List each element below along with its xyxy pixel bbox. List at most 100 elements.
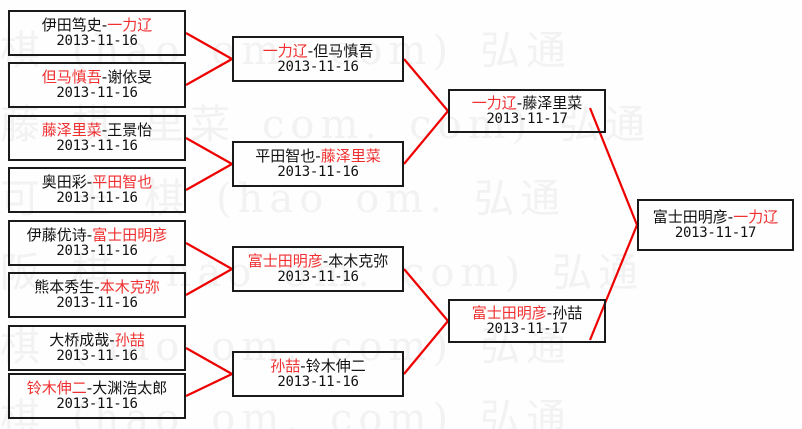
watermark-text: 弘通 [480, 396, 573, 429]
player-separator: - [109, 330, 115, 349]
player-left: 富士田明彦 [471, 303, 547, 322]
player-right: 藤泽里菜 [522, 93, 583, 112]
match-players: 藤泽里菜-王景怡 [41, 120, 152, 139]
player-separator: - [101, 67, 108, 86]
player-left: 大桥成哉 [49, 330, 110, 349]
watermark-text: 弘通 [480, 28, 573, 74]
bracket-connector-line [403, 110, 449, 165]
player-left: 铃木伸二 [26, 378, 87, 397]
watermark-text: com) [330, 396, 455, 429]
match-date: 2013-11-16 [277, 268, 359, 285]
bracket-connector-line [185, 58, 233, 86]
match-date: 2013-11-17 [486, 110, 568, 127]
match-players: 铃木伸二-大渊浩太郎 [26, 378, 168, 397]
match-players: 大桥成哉-孙喆 [49, 330, 145, 349]
match-players: 富士田明彦-本木克弥 [247, 251, 389, 270]
match-players: 一力辽-藤泽里菜 [471, 93, 583, 112]
player-left: 富士田明彦 [247, 251, 323, 270]
watermark-text: com) [402, 250, 527, 296]
player-separator: - [727, 207, 734, 226]
player-right: 大渊浩太郎 [92, 378, 168, 397]
match-date: 2013-11-16 [277, 163, 359, 180]
match-players: 伊藤优诗-富士田明彦 [26, 225, 168, 244]
match-date: 2013-11-16 [56, 242, 138, 259]
match-date: 2013-11-17 [486, 320, 568, 337]
match-players: 平田智也-藤泽里菜 [255, 146, 381, 165]
match-date: 2013-11-16 [56, 347, 138, 364]
bracket-connector-line [185, 32, 233, 60]
player-separator: - [101, 15, 108, 34]
match-players: 一力辽-但马慎吾 [262, 41, 374, 60]
player-left: 孙喆 [270, 356, 301, 375]
player-right: 藤泽里菜 [320, 146, 381, 165]
player-separator: - [94, 277, 100, 296]
player-left: 平田智也 [255, 146, 316, 165]
player-left: 伊藤优诗 [26, 225, 87, 244]
bracket-connector-line [185, 373, 233, 397]
player-left: 熊本秀生 [34, 277, 95, 296]
player-left: 但马慎吾 [41, 67, 102, 86]
match-date: 2013-11-17 [674, 224, 757, 241]
match-date: 2013-11-16 [56, 137, 138, 154]
match-date: 2013-11-16 [56, 84, 138, 101]
match-players: 富士田明彦-孙喆 [471, 303, 583, 322]
match-players: 熊本秀生-本木克弥 [34, 277, 160, 296]
player-right: 一力辽 [107, 15, 153, 34]
match-date: 2013-11-16 [277, 373, 359, 390]
match-date: 2013-11-16 [56, 32, 138, 49]
player-right: 一力辽 [733, 207, 779, 226]
player-separator: - [315, 146, 321, 165]
player-left: 藤泽里菜 [41, 120, 102, 139]
bracket-connector-line [185, 137, 233, 165]
player-left: 一力辽 [262, 41, 308, 60]
player-right: 本木克弥 [328, 251, 389, 270]
match-players: 奥田彩-平田智也 [42, 172, 153, 191]
bracket-connector-line [403, 268, 449, 322]
watermark-text: om. [211, 396, 305, 429]
player-separator: - [86, 225, 93, 244]
watermark-text: 弘通 [552, 250, 645, 296]
player-separator: - [546, 303, 553, 322]
bracket-connector-line [185, 242, 233, 270]
player-separator: - [86, 378, 93, 397]
watermark-text: 弘通 [474, 176, 567, 222]
match-players: 富士田明彦-一力辽 [652, 207, 779, 226]
player-separator: - [300, 356, 306, 375]
player-right: 但马慎吾 [313, 41, 374, 60]
player-right: 富士田明彦 [92, 225, 168, 244]
player-right: 铃木伸二 [305, 356, 366, 375]
player-right: 平田智也 [92, 172, 153, 191]
bracket-connector-line [185, 347, 233, 375]
bracket-connector-line [185, 163, 233, 191]
player-separator: - [86, 172, 93, 191]
player-left: 富士田明彦 [652, 207, 728, 226]
player-right: 孙喆 [552, 303, 583, 322]
player-right: 孙喆 [114, 330, 145, 349]
player-separator: - [516, 93, 523, 112]
bracket-connector-line [185, 268, 233, 296]
bracket-connector-line [403, 320, 449, 375]
player-right: 本木克弥 [99, 277, 160, 296]
match-players: 但马慎吾-谢依旻 [41, 67, 152, 86]
player-left: 一力辽 [471, 93, 517, 112]
bracket-connector-line [403, 58, 449, 112]
match-date: 2013-11-16 [277, 58, 359, 75]
match-players: 孙喆-铃木伸二 [270, 356, 366, 375]
match-players: 伊田笃史-一力辽 [42, 15, 153, 34]
